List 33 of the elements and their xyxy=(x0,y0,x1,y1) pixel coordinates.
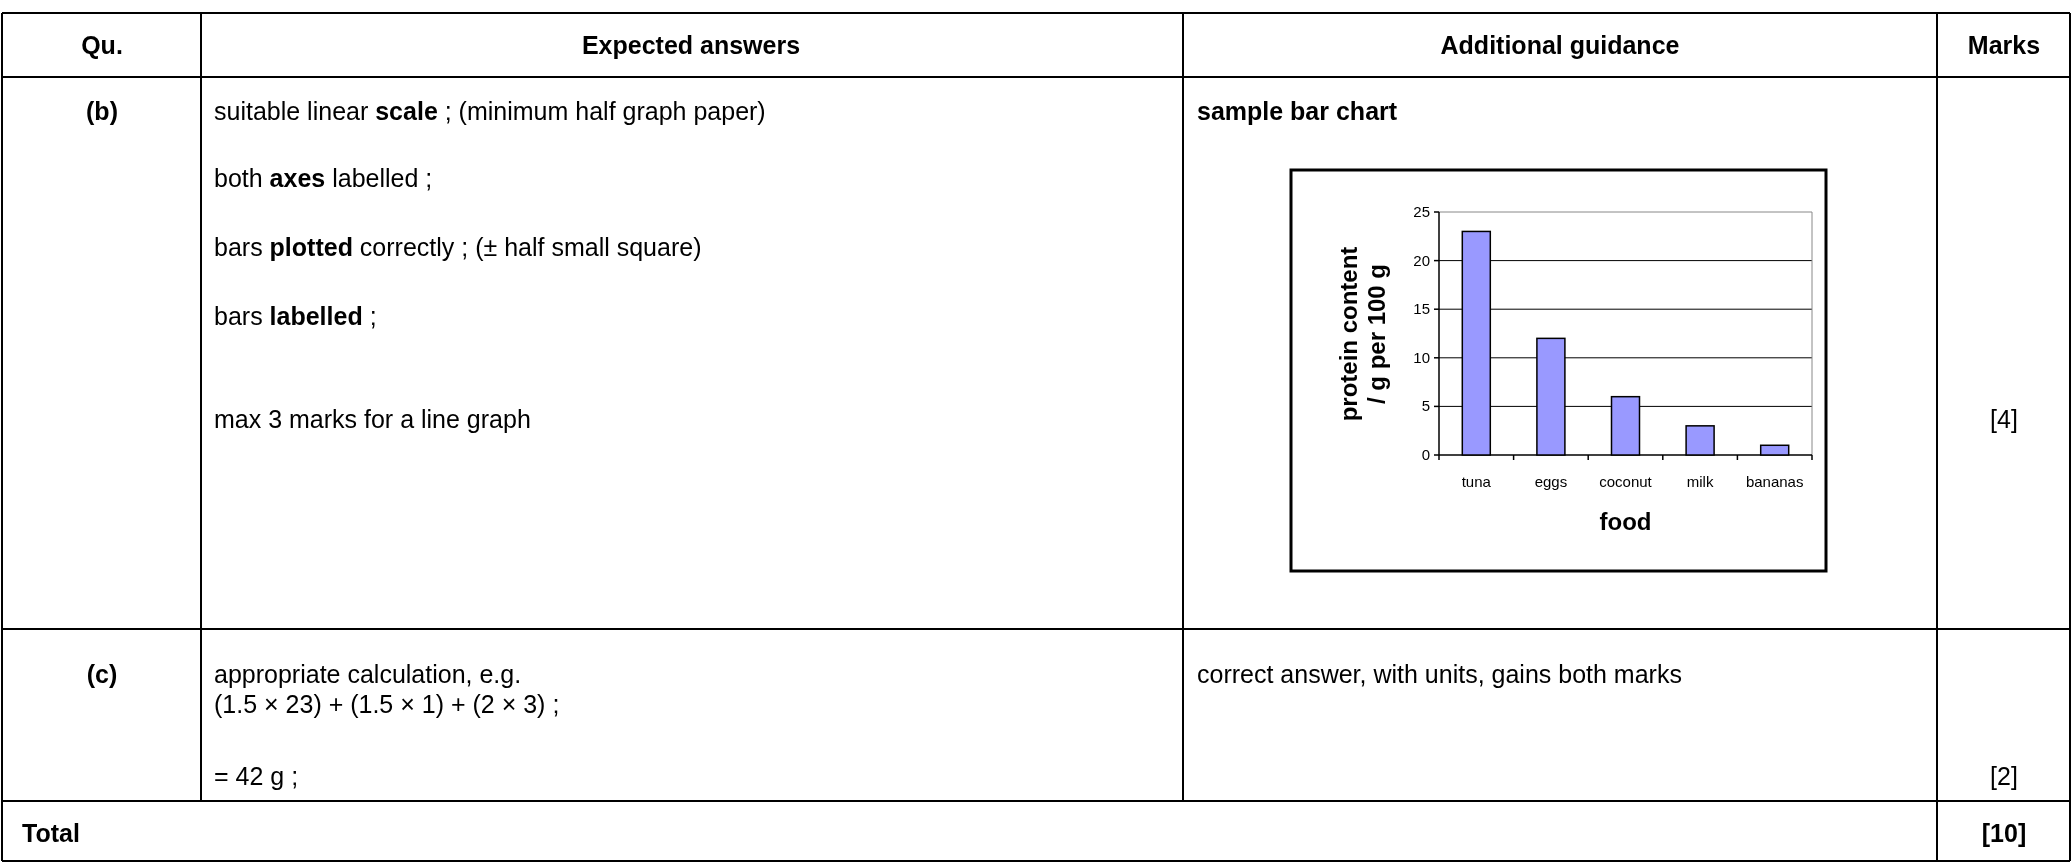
category-label: milk xyxy=(1686,473,1714,490)
column-header: Additional guidance xyxy=(1440,30,1680,60)
answer-text: max 3 marks for a line graph xyxy=(214,404,531,434)
marks-value: [4] xyxy=(1990,404,2018,434)
column-header: Expected answers xyxy=(581,30,801,60)
marks-total: [10] xyxy=(1981,818,2027,848)
question-number: (b) xyxy=(86,96,118,126)
answer-text: bars plotted correctly ; (± half small square) xyxy=(214,232,702,262)
tick-label: 0 xyxy=(1421,446,1430,463)
tick-label: 5 xyxy=(1421,397,1430,415)
answer-text: (1.5 × 23) + (1.5 × 1) + (2 × 3) ; xyxy=(214,689,560,719)
axis-title: food xyxy=(1599,508,1652,535)
answer-text: both axes labelled ; xyxy=(214,163,433,193)
marks-value: [2] xyxy=(1990,761,2018,791)
answer-text: bars labelled ; xyxy=(214,301,377,331)
column-header: Marks xyxy=(1967,30,2041,60)
guidance-text: correct answer, with units, gains both marks xyxy=(1197,659,1682,689)
tick-label: 25 xyxy=(1413,203,1430,220)
tick-label: 10 xyxy=(1413,348,1430,366)
answer-text: = 42 g ; xyxy=(214,761,299,791)
tick-label: 20 xyxy=(1413,251,1430,269)
category-label: bananas xyxy=(1745,473,1804,490)
guidance-heading: sample bar chart xyxy=(1197,96,1398,126)
tick-label: 15 xyxy=(1413,300,1430,318)
total-label: Total xyxy=(22,818,80,848)
category-label: eggs xyxy=(1534,473,1568,490)
answer-text: appropriate calculation, e.g. xyxy=(214,659,522,689)
category-label: tuna xyxy=(1461,473,1491,490)
axis-title: protein content / g per 100 g xyxy=(1335,245,1391,424)
category-label: coconut xyxy=(1599,473,1652,490)
answer-text: suitable linear scale ; (minimum half graph paper) xyxy=(214,96,766,126)
column-header: Qu. xyxy=(81,30,123,60)
question-number: (c) xyxy=(86,659,118,689)
